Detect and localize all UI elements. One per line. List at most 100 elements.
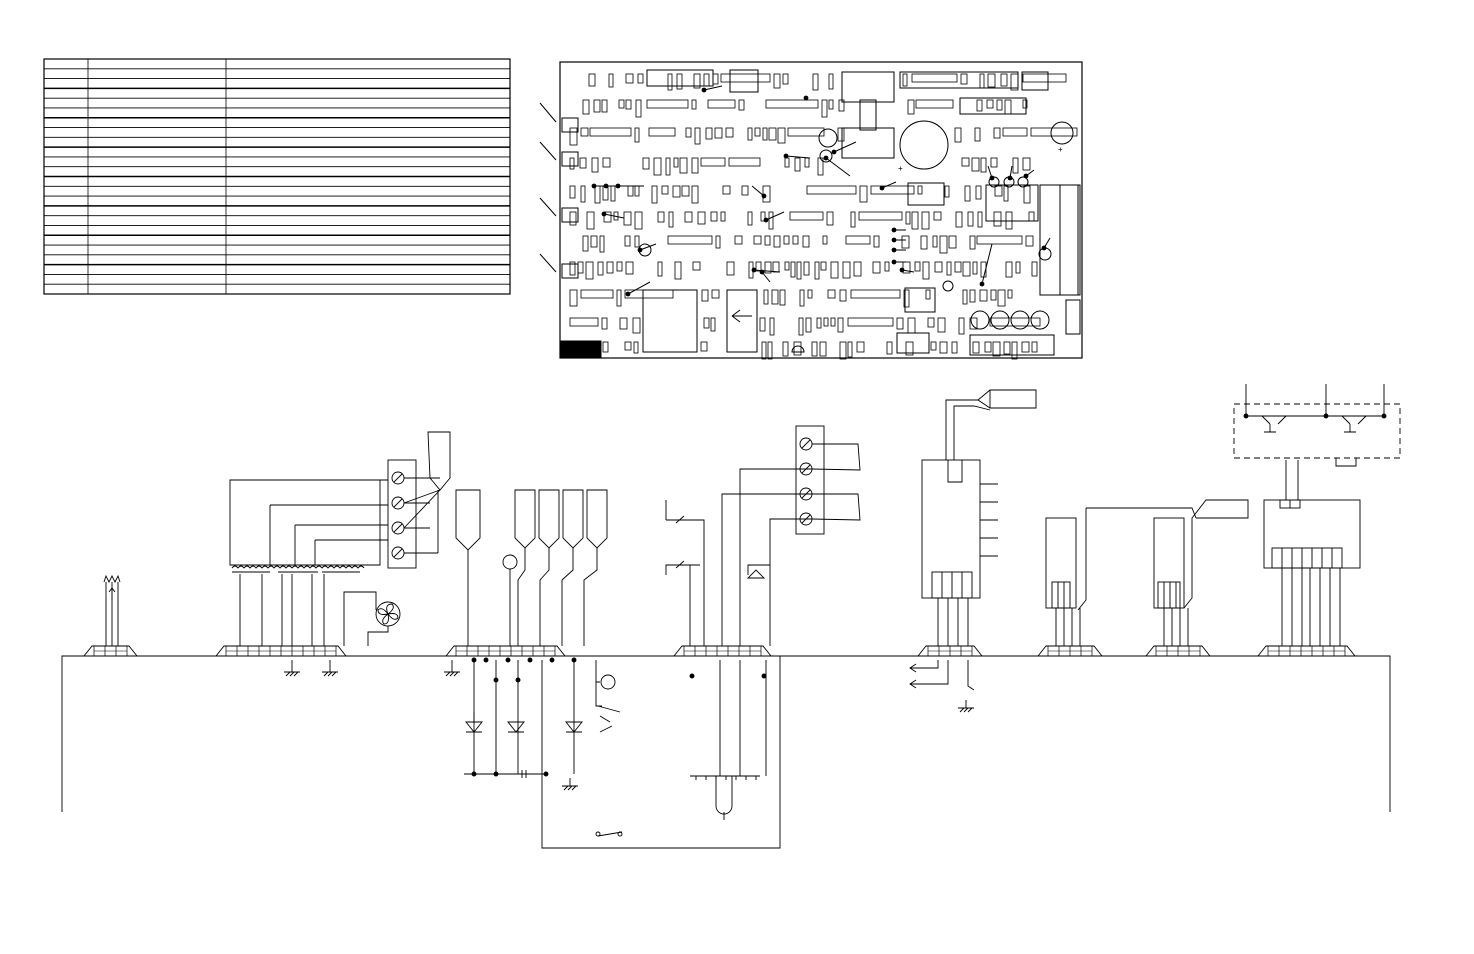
board-part: [838, 99, 845, 112]
board-part: [764, 261, 772, 274]
board-part: [972, 261, 978, 275]
connector-b: [1145, 645, 1211, 657]
board-part: [990, 157, 998, 168]
board-part: [842, 261, 851, 279]
board-chip: [911, 73, 958, 83]
board-large-components: [642, 69, 1081, 356]
board-part: [1010, 73, 1019, 91]
board-part: [701, 289, 709, 302]
board-part: [569, 289, 578, 307]
board-part: [773, 235, 781, 248]
header-shell: [673, 645, 772, 657]
callout-dot: [891, 227, 897, 233]
board-part: [939, 341, 948, 354]
board-part: [672, 185, 681, 198]
board-part: [992, 341, 1001, 357]
board-part: [761, 341, 767, 360]
fan-motor: [343, 591, 401, 646]
board-part: [1011, 341, 1018, 360]
board-chip: [646, 99, 689, 109]
board-part: [794, 157, 801, 172]
board-part: [1031, 261, 1038, 277]
board-part: [764, 235, 771, 246]
callout-dot: [891, 247, 897, 253]
remote-interface: [1233, 384, 1401, 646]
board-part: [896, 317, 904, 330]
board-part: [705, 127, 713, 140]
board-part: [624, 235, 631, 247]
board-part: [569, 211, 577, 226]
board-part: [769, 317, 775, 336]
callout-dot: [761, 193, 767, 199]
board-part: [830, 261, 839, 279]
board-part: [694, 127, 701, 145]
board-part: [822, 235, 828, 245]
board-part: [964, 185, 971, 202]
board-part: [625, 99, 632, 110]
board-part: [692, 261, 701, 271]
board-part: [817, 157, 824, 176]
board-part: [987, 73, 996, 88]
board-part: [597, 261, 604, 276]
board-part: [901, 235, 910, 249]
board-part: [569, 261, 576, 276]
legend-table: [43, 58, 511, 295]
board-part: [980, 157, 987, 173]
board-part: [755, 261, 762, 272]
board-part: [1004, 99, 1012, 115]
board-part: [994, 185, 1003, 197]
board-part: [691, 99, 697, 110]
board-chip: [569, 317, 599, 327]
board-part: [859, 185, 868, 203]
board-part: [634, 235, 640, 248]
board-part: [674, 261, 682, 280]
callout-leader: [881, 181, 897, 189]
board-part: [585, 261, 594, 280]
board-part: [665, 157, 671, 176]
board-part: [802, 235, 810, 248]
board-part: [873, 235, 880, 248]
board-part: [747, 211, 753, 226]
board-part: [651, 185, 658, 204]
board-part: [726, 261, 735, 276]
board-part: [905, 211, 911, 225]
board-part: [625, 261, 634, 275]
board-part: [967, 211, 974, 227]
board-part: [847, 341, 853, 358]
board-part: [884, 261, 890, 272]
board-part: [747, 127, 753, 141]
board-part: [954, 261, 962, 273]
board-part: [903, 289, 910, 308]
board-part: [1025, 235, 1034, 247]
callout-dot: [831, 149, 837, 155]
callout-dot: [899, 267, 905, 273]
switch-circuit: [665, 425, 861, 820]
board-part: [975, 185, 982, 200]
board-part: [925, 289, 931, 300]
board-part: [937, 317, 946, 333]
board-part: [958, 317, 965, 335]
board-part: [969, 235, 976, 250]
board-label-block: [560, 340, 602, 358]
board-part: [948, 235, 957, 249]
board-part: [803, 261, 810, 276]
board-part: [984, 341, 992, 353]
board-part: [619, 317, 628, 330]
board-part: [796, 261, 802, 280]
board-part: [582, 99, 590, 115]
board-part: [853, 261, 862, 277]
board-part: [856, 341, 865, 353]
display-connector: [917, 645, 983, 657]
callout-dot: [803, 95, 809, 101]
board-plus-marker: +: [1058, 145, 1063, 154]
board-chip: [847, 317, 894, 327]
board-part: [996, 99, 1003, 111]
board-chip: [976, 235, 1023, 245]
board-part: [934, 261, 943, 273]
board-part: [902, 73, 908, 87]
terminal-strip-power: [387, 431, 451, 569]
board-part: [993, 211, 1002, 227]
board-part: [977, 211, 983, 228]
